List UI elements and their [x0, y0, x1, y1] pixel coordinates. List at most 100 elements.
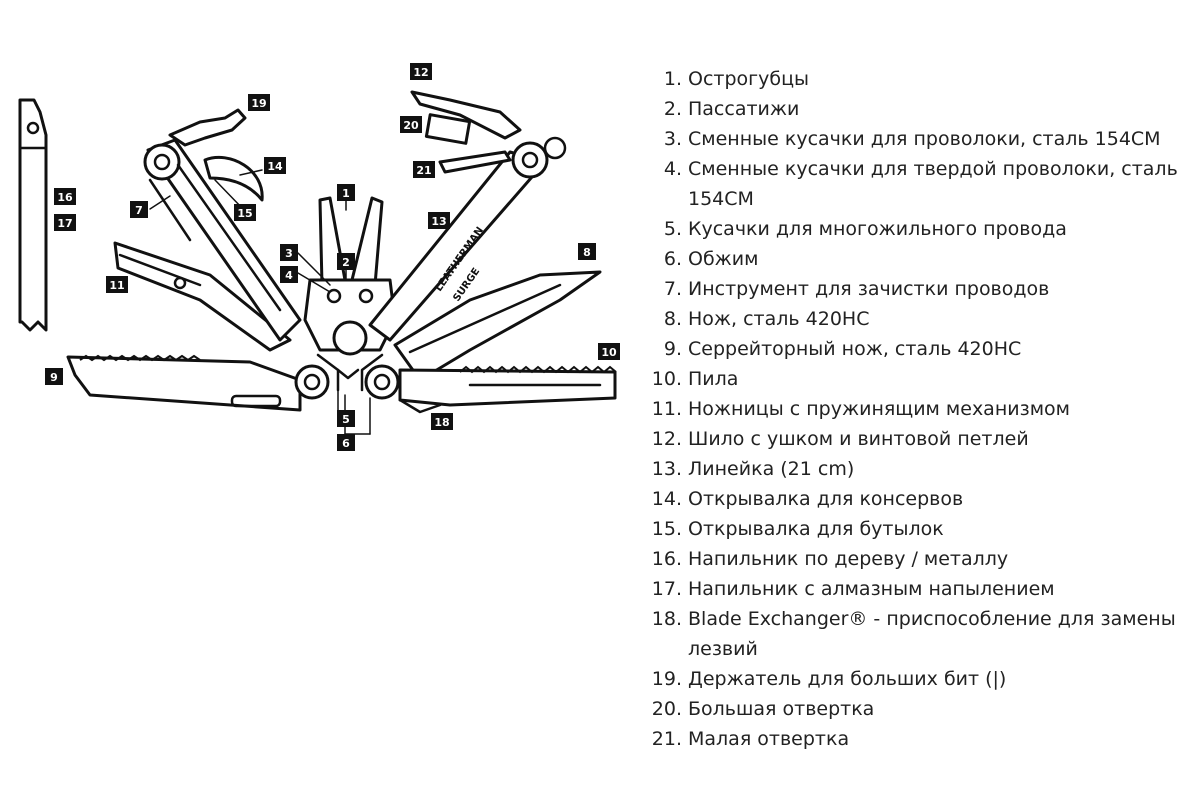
- part-name: Большая отвертка: [688, 698, 875, 720]
- part-item: 2. Пассатижи: [644, 94, 1189, 124]
- label-7: 7: [130, 201, 148, 218]
- part-item: 20. Большая отвертка: [644, 694, 1189, 724]
- svg-text:8: 8: [583, 246, 591, 259]
- part-item: 11. Ножницы с пружинящим механизмом: [644, 394, 1189, 424]
- part-name: Пассатижи: [688, 98, 800, 120]
- part-name: Открывалка для бутылок: [688, 518, 944, 540]
- label-10: 10: [598, 343, 620, 360]
- label-15: 15: [234, 204, 256, 221]
- svg-text:3: 3: [285, 247, 293, 260]
- part-number: 19.: [651, 668, 682, 690]
- part-name: Инструмент для зачистки проводов: [688, 278, 1050, 300]
- svg-text:1: 1: [342, 187, 350, 200]
- part-number: 9.: [663, 338, 682, 360]
- svg-text:2: 2: [342, 256, 350, 269]
- label-9: 9: [45, 368, 63, 385]
- part-number: 18.: [651, 608, 682, 630]
- label-20: 20: [400, 116, 422, 133]
- scissors-drawing: [113, 241, 292, 352]
- part-item: 16. Напильник по дереву / металлу: [644, 544, 1189, 574]
- part-number: 21.: [651, 728, 682, 750]
- part-item: 15. Открывалка для бутылок: [644, 514, 1189, 544]
- label-11: 11: [106, 276, 128, 293]
- part-item: 9. Серрейторный нож, сталь 420HC: [644, 334, 1189, 364]
- svg-text:15: 15: [237, 207, 252, 220]
- part-item: 14. Открывалка для консервов: [644, 484, 1189, 514]
- part-number: 2.: [663, 98, 682, 120]
- part-name: Линейка (21 cm): [688, 458, 855, 480]
- label-17: 17: [54, 214, 76, 231]
- part-name: Серрейторный нож, сталь 420HC: [688, 338, 1022, 360]
- part-number: 1.: [663, 68, 682, 90]
- svg-text:17: 17: [57, 217, 72, 230]
- part-number: 8.: [663, 308, 682, 330]
- part-name: Blade Exchanger® - приспособление для за…: [688, 608, 1176, 660]
- label-19: 19: [248, 94, 270, 111]
- part-name: Держатель для больших бит (|): [688, 668, 1007, 690]
- part-number: 10.: [651, 368, 682, 390]
- label-21: 21: [413, 161, 435, 178]
- left-handle-drawing: [143, 108, 302, 342]
- part-item: 13. Линейка (21 cm): [644, 454, 1189, 484]
- file-tool-drawing: [18, 98, 48, 332]
- part-name: Кусачки для многожильного провода: [688, 218, 1067, 240]
- part-name: Пила: [688, 368, 739, 390]
- multitool-diagram: LEATHERMAN SURGE: [18, 63, 620, 451]
- part-number: 14.: [651, 488, 682, 510]
- part-number: 7.: [663, 278, 682, 300]
- svg-text:19: 19: [251, 97, 266, 110]
- svg-text:21: 21: [416, 164, 431, 177]
- awl-and-screwdrivers-drawing: [410, 90, 522, 174]
- label-3: 3: [280, 244, 298, 261]
- saw-drawing: [398, 365, 617, 414]
- svg-text:14: 14: [267, 160, 283, 173]
- part-name: Обжим: [688, 248, 759, 270]
- svg-text:7: 7: [135, 204, 143, 217]
- part-name: Острогубцы: [688, 68, 810, 90]
- part-number: 16.: [651, 548, 682, 570]
- label-8: 8: [578, 243, 596, 260]
- svg-text:18: 18: [434, 416, 449, 429]
- part-item: 8. Нож, сталь 420HC: [644, 304, 1189, 334]
- part-number: 4.: [663, 158, 682, 180]
- svg-text:10: 10: [601, 346, 617, 359]
- svg-text:11: 11: [109, 279, 124, 292]
- part-item: 1. Острогубцы: [644, 64, 1189, 94]
- part-item: 4. Сменные кусачки для твердой проволоки,…: [644, 154, 1189, 214]
- part-name: Ножницы с пружинящим механизмом: [688, 398, 1070, 420]
- label-18: 18: [431, 413, 453, 430]
- part-item: 12. Шило с ушком и винтовой петлей: [644, 424, 1189, 454]
- svg-text:6: 6: [342, 437, 350, 450]
- part-item: 3.Сменные кусачки для проволоки, сталь 1…: [644, 124, 1189, 154]
- part-item: 6. Обжим: [644, 244, 1189, 274]
- label-13: 13: [428, 212, 450, 229]
- part-item: 17.Напильник с алмазным напылением: [644, 574, 1189, 604]
- part-number: 12.: [651, 428, 682, 450]
- part-name: Открывалка для консервов: [688, 488, 964, 510]
- part-name: Шило с ушком и винтовой петлей: [688, 428, 1029, 450]
- part-number: 11.: [651, 398, 682, 420]
- label-4: 4: [280, 266, 298, 283]
- part-name: Нож, сталь 420HC: [688, 308, 870, 330]
- serrated-knife-drawing: [66, 354, 302, 412]
- label-1: 1: [337, 184, 355, 201]
- part-name: Напильник по дереву / металлу: [688, 548, 1009, 570]
- part-number: 20.: [651, 698, 682, 720]
- label-6: 6: [337, 434, 355, 451]
- part-number: 13.: [651, 458, 682, 480]
- label-14: 14: [264, 157, 286, 174]
- part-item: 7. Инструмент для зачистки проводов: [644, 274, 1189, 304]
- part-item: 10. Пила: [644, 364, 1189, 394]
- svg-text:16: 16: [57, 191, 73, 204]
- part-number: 15.: [651, 518, 682, 540]
- label-5: 5: [337, 410, 355, 427]
- svg-text:5: 5: [342, 413, 350, 426]
- svg-text:12: 12: [413, 66, 428, 79]
- part-number: 5.: [663, 218, 682, 240]
- pliers-drawing: [303, 196, 397, 392]
- part-number: 3.: [663, 128, 682, 150]
- part-item: 5. Кусачки для многожильного провода: [644, 214, 1189, 244]
- part-name: Сменные кусачки для твердой проволоки, с…: [688, 158, 1178, 210]
- part-number: 6.: [663, 248, 682, 270]
